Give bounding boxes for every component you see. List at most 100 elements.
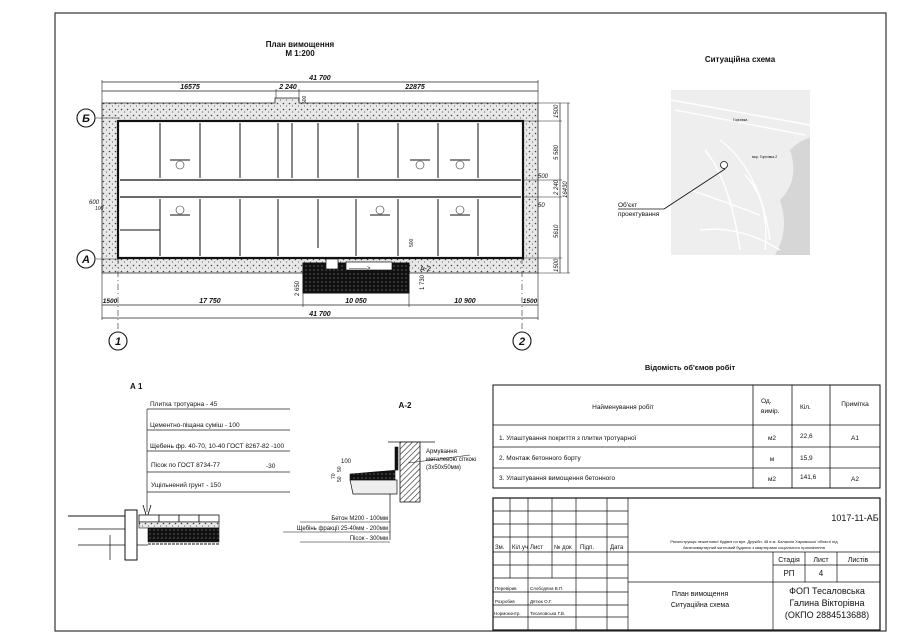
dim-inner: 500 [409, 238, 415, 247]
a1-sand-value: -30 [266, 463, 276, 470]
dim-step-right: 1 730 [420, 274, 426, 290]
works-row: 2. Монтаж бетонного борту м 15,9 [499, 454, 813, 463]
dim-left-n2: 100 [95, 206, 104, 212]
dim-right-n2: 50 [538, 203, 545, 209]
dim-right-upper: 5 580 [554, 144, 560, 160]
detail-a1: А 1 Плитка тротуарна - 45 Цементно-піщан… [68, 382, 290, 561]
sheet-title-2: Ситуаційна схема [671, 601, 729, 609]
object-label-2: проектування [618, 211, 660, 218]
role-normcontrol: Нормоконтр. [494, 611, 521, 616]
works-cell-note: А1 [851, 435, 859, 442]
works-cell-name: 2. Монтаж бетонного борту [499, 454, 581, 462]
a2-dim-50b: 50 [337, 476, 343, 482]
sheet-frame [54, 12, 887, 632]
axis-b-marker [76, 108, 96, 128]
works-header-unit-2: вимір. [761, 407, 780, 415]
ramp [345, 261, 393, 271]
dim-top-left: 16575 [180, 84, 200, 91]
dim-bottom-b: 10 050 [345, 298, 367, 305]
dim-top-small: 500 [302, 95, 308, 104]
dim-right-corridor: 2 240 [554, 179, 560, 196]
works-cell-unit: м2 [768, 476, 776, 483]
plan-title: План вимощення [266, 40, 335, 49]
a2-rebar-3: (3x50x50мм) [426, 465, 461, 471]
col-count: Кіл.уч [512, 545, 528, 551]
works-header-note: Примітка [841, 400, 869, 408]
a2-layer-1: Бетон М200 - 100мм [331, 516, 388, 522]
col-sheet: Лист [530, 545, 543, 551]
a1-layer-1: Плитка тротуарна - 45 [150, 401, 218, 408]
ramp-arrow: ———> [349, 266, 371, 272]
situation-title: Ситуаційна схема [705, 55, 776, 64]
object-label-1: Об'єкт [618, 201, 637, 209]
dim-bottom-edge-left: 1500 [103, 298, 118, 305]
name-developed: Дятюк О.Г. [530, 599, 552, 604]
sheet-value: 4 [819, 569, 824, 578]
a1-layer-4: Пісок по ГОСТ 8734-77 [151, 461, 220, 469]
works-row: 1. Улаштування покриття з плитки тротуар… [499, 433, 859, 442]
axis-2-label: 2 [518, 336, 525, 348]
col-sign: Підп. [580, 545, 594, 551]
name-checked: Слободяна В.П. [530, 586, 563, 591]
project-name-2: багатоквартирний житловий будинок з квар… [683, 545, 825, 550]
object-marker [720, 161, 728, 169]
works-header-qty: Кіл. [800, 403, 811, 411]
dim-right-top: 1500 [554, 104, 560, 118]
sheets-label: Листів [848, 556, 869, 564]
drawing-code: 1017-11-АБ [831, 513, 878, 523]
a2-layer-2: Щебінь фракції 25-40мм - 200мм [297, 526, 388, 532]
zone-label: А-2 [420, 266, 431, 273]
dim-right-n1: 500 [538, 174, 549, 180]
a1-layer-3: Щебень фр. 40-70, 10-40 ГОСТ 8267-82 -10… [150, 442, 284, 450]
a2-layer-3: Пісок - 300мм [350, 536, 388, 542]
situation-scheme: Ситуаційна схема Горіхівка мкр. Горіхівк… [618, 55, 811, 255]
a2-title: А-2 [399, 401, 412, 410]
title-block: 1017-11-АБ Реконструкція нежитлової буді… [492, 497, 881, 631]
a2-dim-50a: 50 [337, 466, 343, 472]
a2-rebar-1: Армування [426, 449, 457, 455]
a1-title: А 1 [130, 382, 143, 391]
org-name-2: Галина Вікторівна [790, 598, 865, 608]
works-cell-note: А2 [851, 476, 859, 483]
works-header-name: Найменування робіт [592, 403, 654, 411]
dim-left-n1: 600 [89, 200, 100, 206]
map-label-1: Горіхівка [733, 118, 747, 122]
sheet-title-1: План вимощення [672, 591, 728, 598]
paving-plan: План вимощення М 1:200 41 700 16575 2 24… [76, 40, 570, 351]
wall-section [399, 441, 421, 503]
sheet-label: Лист [813, 557, 829, 564]
axis-1-marker [108, 331, 128, 351]
works-header-unit-1: Од. [761, 398, 772, 405]
works-cell-name: 3. Улаштування вимощення бетонного [499, 474, 615, 482]
works-cell-unit: м [770, 456, 775, 463]
map-label-2: мкр. Горіхівка-2 [752, 155, 777, 159]
works-cell-qty: 22,6 [800, 433, 813, 440]
org-code: (ОКПО 2884513688) [785, 610, 869, 620]
dim-top-total: 41 700 [308, 75, 331, 82]
dim-bottom-c: 10 900 [454, 298, 476, 305]
detail-a2: А-2 Армування металевою сіткою (3x50x50м… [283, 401, 477, 543]
role-checked: Перевірив [495, 586, 517, 591]
curb [124, 509, 138, 561]
a1-layer-5: Ущільнений грунт - 150 [151, 481, 221, 489]
axis-2-marker [512, 331, 532, 351]
works-cell-qty: 15,9 [800, 455, 813, 462]
works-cell-name: 1. Улаштування покриття з плитки тротуар… [499, 435, 637, 442]
col-date: Дата [610, 545, 624, 551]
axis-1-label: 1 [115, 336, 121, 348]
role-developed: Розробив [495, 599, 515, 604]
building-outline [116, 119, 525, 260]
works-cell-unit: м2 [768, 435, 776, 442]
dim-bottom-total: 41 700 [308, 311, 331, 318]
dim-bottom-a: 17 750 [199, 298, 221, 305]
a2-dim-70: 70 [331, 473, 337, 479]
axis-a-label: А [81, 254, 90, 266]
col-change: Зм. [495, 545, 505, 551]
org-name-1: ФОП Тесаловська [789, 586, 865, 596]
dim-right-bottom: 1500 [554, 258, 560, 272]
a1-layer-2: Цементно-піщана суміш - 100 [150, 421, 240, 429]
stage-value: РП [783, 569, 794, 578]
works-table: Відомість об'ємов робіт Найменування роб… [492, 363, 881, 489]
col-doc: № док [554, 544, 572, 551]
